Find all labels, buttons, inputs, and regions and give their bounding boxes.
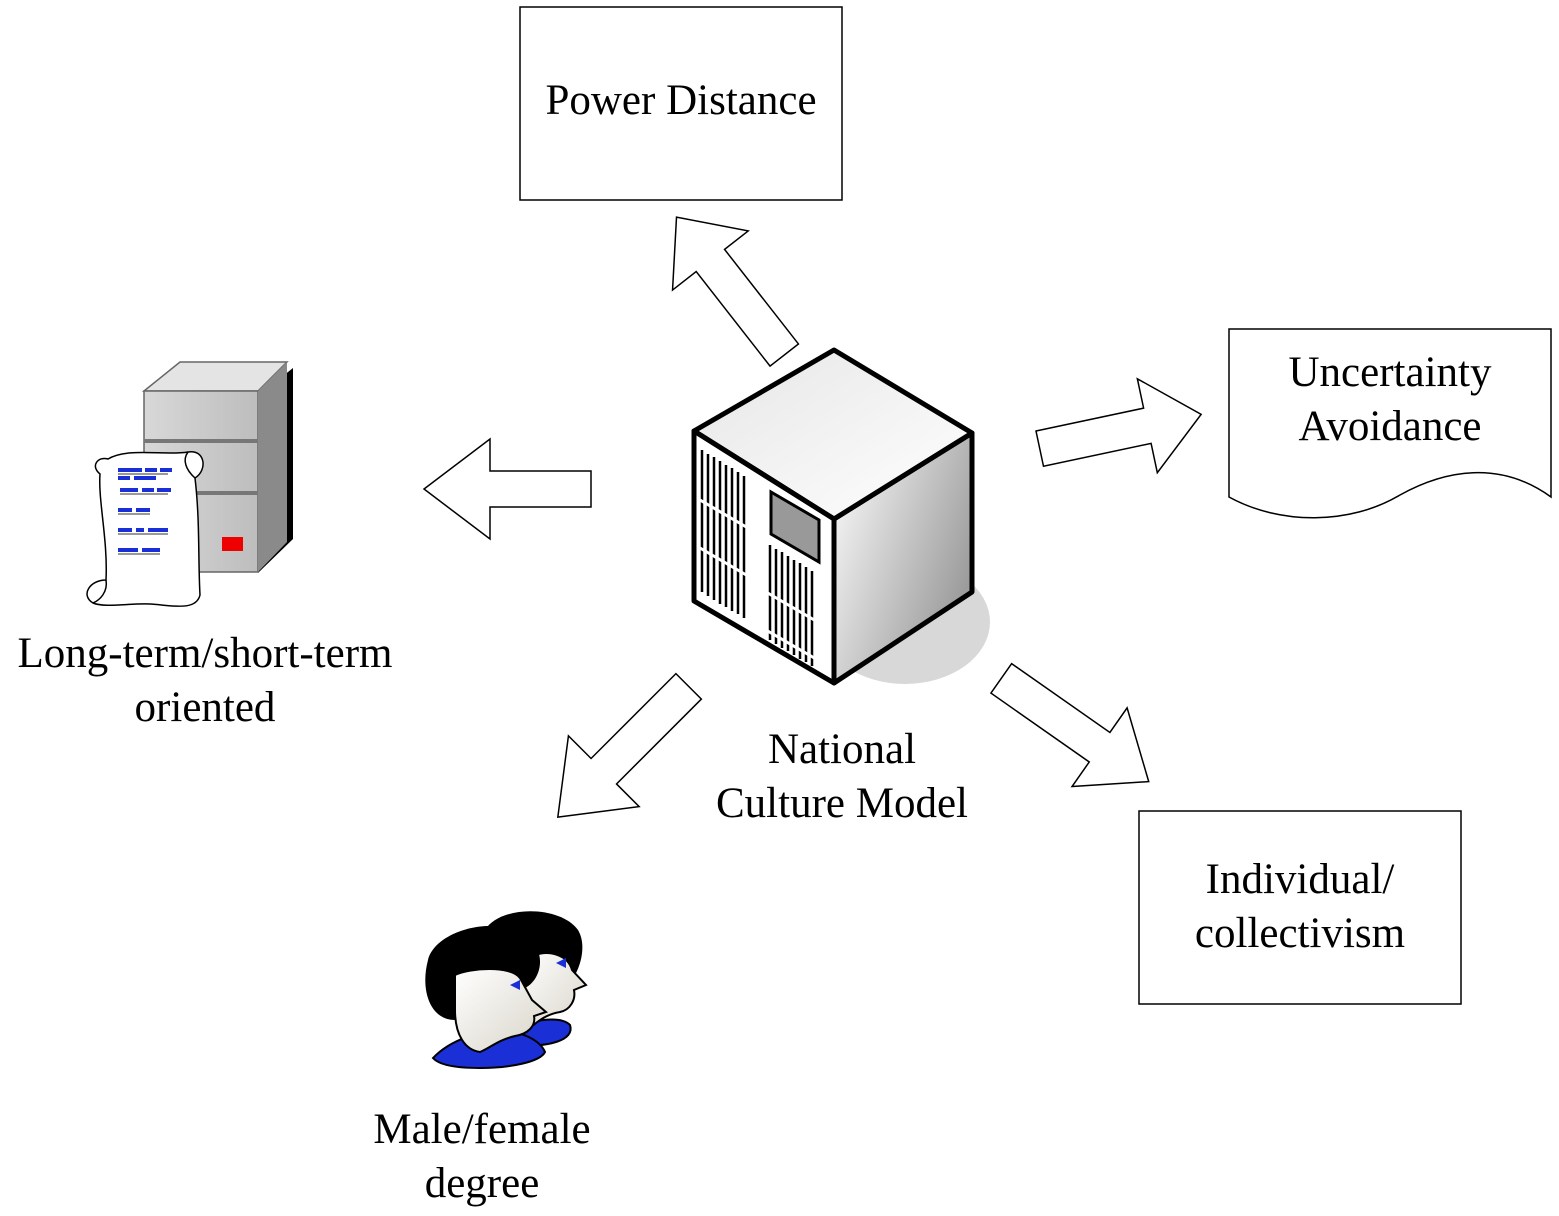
arrow-to-uncertainty-avoidance xyxy=(1035,377,1203,475)
server-document-icon xyxy=(86,361,293,608)
power-distance-text: Power Distance xyxy=(545,77,817,124)
national-culture-model-label: National Culture Model xyxy=(680,723,1004,831)
uncertainty-avoidance-label: Uncertainty Avoidance xyxy=(1229,346,1551,454)
national-culture-model-line2: Culture Model xyxy=(716,780,968,827)
uncertainty-avoidance-document xyxy=(1228,328,1552,519)
individual-collectivism-label: Individual/ collectivism xyxy=(1139,853,1461,961)
individual-collectivism-box xyxy=(1138,810,1462,1005)
long-short-term-line1: Long-term/short-term xyxy=(17,630,393,677)
arrow-to-individual-collectivism xyxy=(989,662,1150,788)
people-icon xyxy=(425,911,588,1070)
individual-collectivism-line2: collectivism xyxy=(1194,910,1406,957)
male-female-label: Male/female degree xyxy=(332,1103,632,1211)
arrow-to-male-female xyxy=(556,672,703,819)
arrow-to-power-distance xyxy=(671,216,800,368)
arrow-to-long-short-term xyxy=(422,437,592,541)
uncertainty-avoidance-line1: Uncertainty xyxy=(1288,349,1492,396)
power-distance-box xyxy=(519,6,843,201)
national-culture-model-line1: National xyxy=(767,726,917,773)
male-female-line1: Male/female xyxy=(373,1106,591,1153)
uncertainty-avoidance-line2: Avoidance xyxy=(1298,403,1482,450)
male-female-line2: degree xyxy=(424,1160,540,1207)
power-distance-label: Power Distance xyxy=(520,74,842,128)
long-short-term-label: Long-term/short-term oriented xyxy=(0,627,410,735)
long-short-term-line2: oriented xyxy=(134,684,276,731)
server-cube-icon xyxy=(691,347,990,686)
individual-collectivism-line1: Individual/ xyxy=(1205,856,1395,903)
